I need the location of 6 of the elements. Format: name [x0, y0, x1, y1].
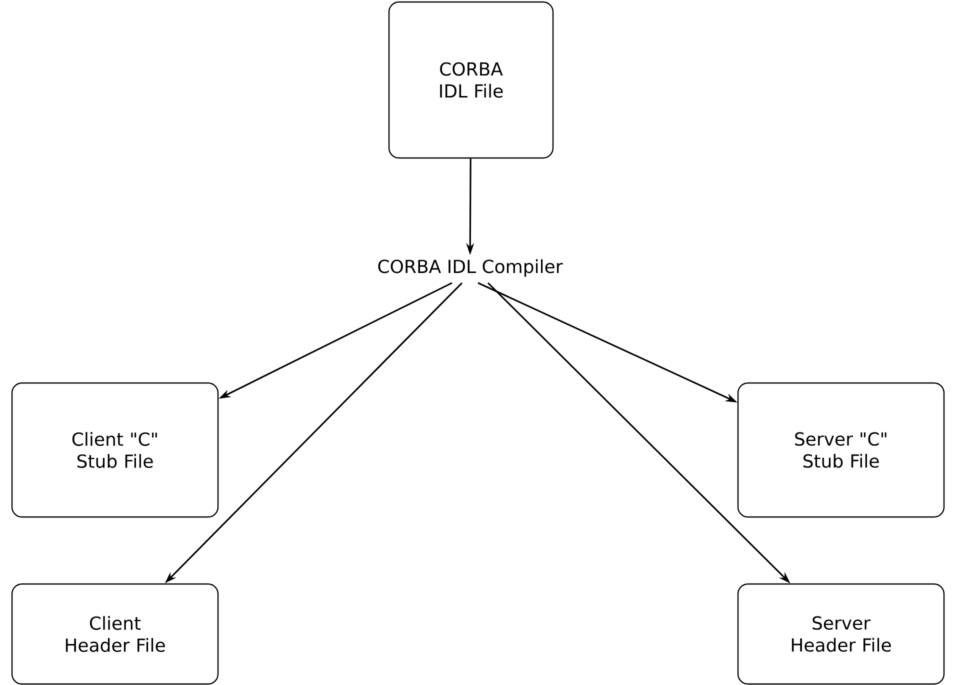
- file-box: CORBA IDL File: [388, 1, 554, 159]
- compiler-label: CORBA IDL Compiler: [378, 259, 563, 277]
- file-box: Client "C" Stub File: [11, 382, 219, 518]
- file-box: Client Header File: [11, 583, 219, 685]
- file-box: Server Header File: [737, 583, 945, 685]
- file-box: Server "C" Stub File: [737, 382, 945, 518]
